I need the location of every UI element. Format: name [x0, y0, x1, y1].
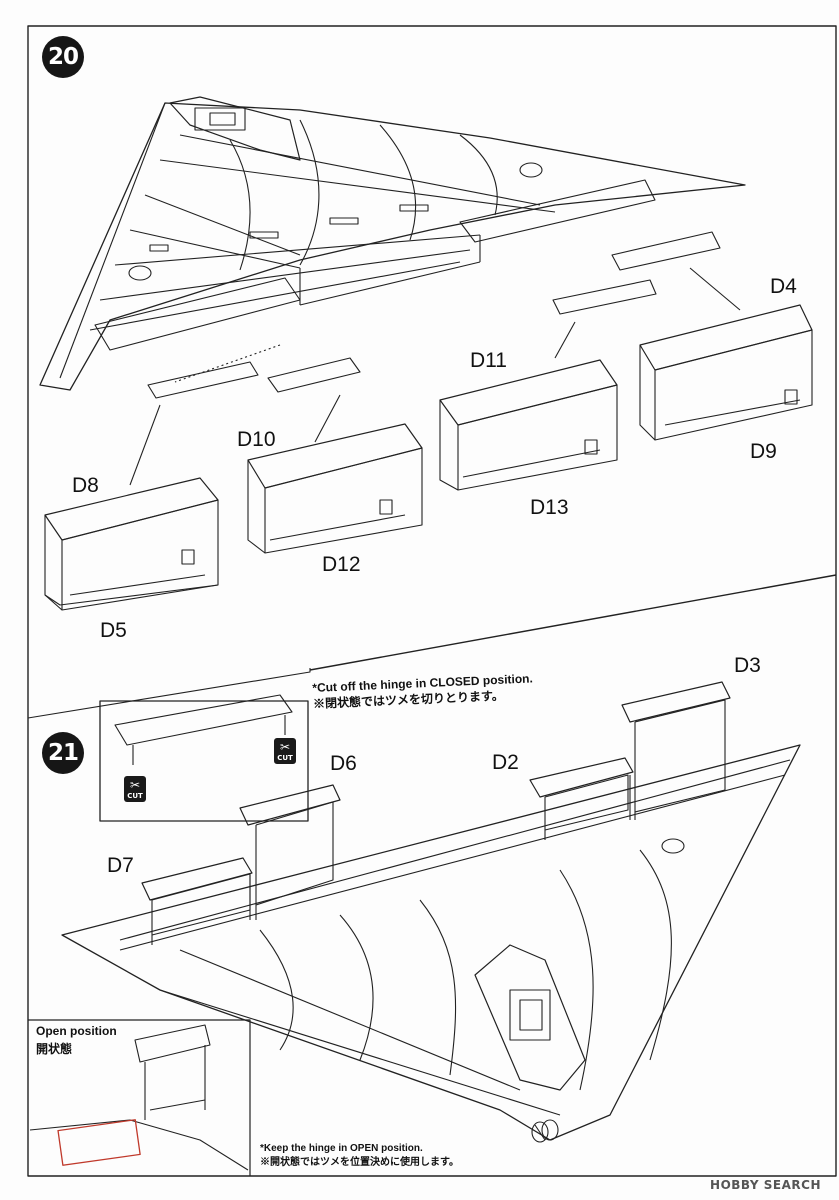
part-label-d11: D11 [470, 349, 507, 372]
page-frame [27, 25, 837, 1177]
step-20-badge: 20 [42, 36, 84, 78]
part-label-d12: D12 [322, 553, 361, 576]
door-d8-d5 [44, 477, 219, 611]
cut-icon-right: ✂ CUT [274, 738, 296, 764]
part-label-d6: D6 [330, 752, 357, 775]
keep-hinge-note: *Keep the hinge in OPEN position. ※開状態では… [260, 1142, 459, 1169]
part-label-d13: D13 [530, 496, 569, 519]
part-label-d7: D7 [107, 854, 134, 877]
cut-icon-label: CUT [127, 792, 143, 800]
part-label-d5: D5 [100, 619, 127, 642]
door-d3 [621, 681, 731, 820]
door-d6 [239, 784, 341, 920]
aircraft-step20 [39, 96, 746, 399]
step-divider-left [27, 668, 311, 719]
part-label-d9: D9 [750, 440, 777, 463]
keep-hinge-note-jp: ※開状態ではツメを位置決めに使用します。 [260, 1156, 459, 1168]
door-d11-d13 [439, 359, 618, 491]
step-divider [309, 574, 837, 671]
open-position-title: Open position 開状態 [36, 1022, 117, 1058]
door-d2 [529, 757, 634, 840]
leader-lines-step20 [129, 267, 741, 486]
open-position-inset [28, 1019, 251, 1176]
open-position-title-jp: 開状態 [36, 1042, 73, 1056]
hinge-inset [99, 694, 309, 822]
step-21-badge: 21 [42, 732, 84, 774]
cut-icon-label: CUT [277, 754, 293, 762]
part-label-d3: D3 [734, 654, 761, 677]
part-label-d2: D2 [492, 751, 519, 774]
cut-icon-left: ✂ CUT [124, 776, 146, 802]
step-21-number: 21 [47, 740, 79, 766]
door-d7 [141, 857, 253, 945]
step-20-number: 20 [47, 44, 79, 70]
door-d10-d12 [247, 423, 423, 554]
part-label-d8: D8 [72, 474, 99, 497]
part-label-d10: D10 [237, 428, 276, 451]
scissors-icon: ✂ [279, 740, 291, 754]
door-d4-d9 [639, 304, 813, 441]
scissors-icon: ✂ [129, 778, 141, 792]
keep-hinge-note-en: *Keep the hinge in OPEN position. [260, 1143, 423, 1154]
aircraft-step21 [61, 744, 801, 1143]
open-position-title-en: Open position [36, 1024, 117, 1038]
part-label-d4: D4 [770, 275, 797, 298]
watermark: HOBBY SEARCH [710, 1178, 821, 1192]
